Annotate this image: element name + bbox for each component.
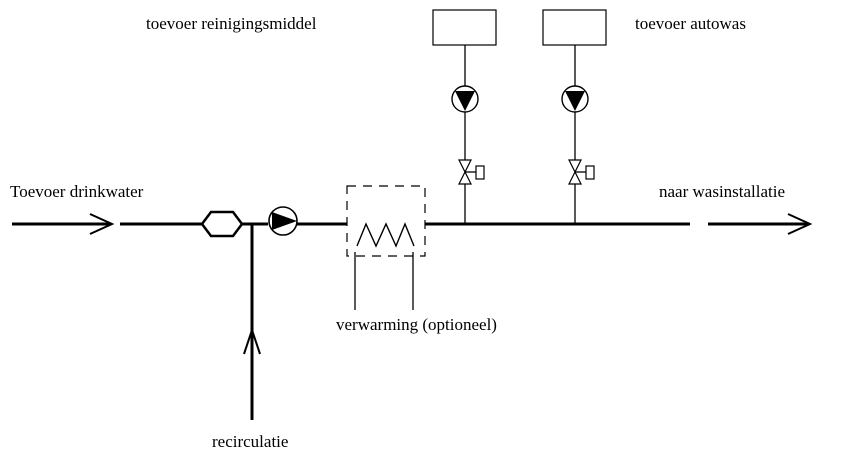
label-supply-drinking-water: Toevoer drinkwater bbox=[10, 182, 144, 201]
outlet-arrow bbox=[708, 213, 813, 235]
cleaning-agent-pump-icon bbox=[451, 85, 479, 113]
cleaning-agent-branch bbox=[432, 9, 497, 224]
label-supply-cleaning-agent: toevoer reinigingsmiddel bbox=[146, 14, 317, 33]
main-pump-icon bbox=[268, 206, 298, 236]
label-heating-optional: verwarming (optioneel) bbox=[336, 315, 497, 334]
label-to-wash-installation: naar wasinstallatie bbox=[659, 182, 785, 201]
label-supply-car-wash: toevoer autowas bbox=[635, 14, 746, 33]
cleaning-agent-tank bbox=[432, 9, 497, 46]
car-wash-branch bbox=[542, 9, 607, 224]
inlet-arrow bbox=[12, 213, 115, 235]
label-recirculation: recirculatie bbox=[212, 432, 288, 451]
heater-icon bbox=[346, 185, 426, 310]
car-wash-tank bbox=[542, 9, 607, 46]
recirculation-line bbox=[243, 224, 261, 420]
cleaning-agent-valve-icon bbox=[458, 159, 485, 185]
car-wash-valve-icon bbox=[568, 159, 595, 185]
car-wash-pump-icon bbox=[561, 85, 589, 113]
filter-icon bbox=[200, 210, 244, 238]
